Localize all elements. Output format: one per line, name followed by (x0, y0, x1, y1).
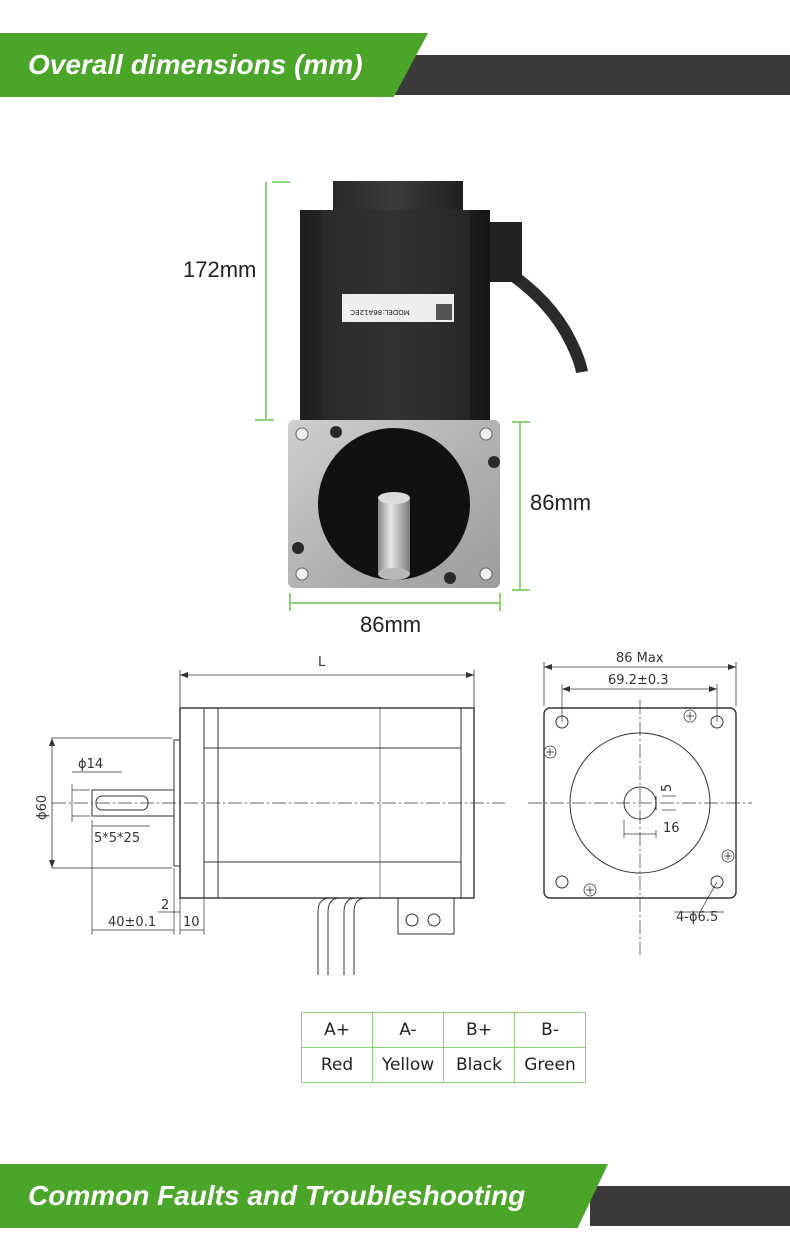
banner-dark-strip (390, 55, 790, 95)
wiring-table: A+ A- B+ B- Red Yellow Black Green (301, 1012, 586, 1083)
key-height-label: 5 (660, 784, 675, 792)
section-banner-troubleshooting: Common Faults and Troubleshooting (0, 1164, 790, 1228)
shaft-length-label: 40±0.1 (108, 915, 156, 930)
nameplate-model: MODEL:86A12EC (350, 308, 410, 316)
photo-height-label: 86mm (530, 490, 592, 515)
side-diameter-label: ϕ60 (35, 795, 50, 820)
wire-header-b-minus: B- (514, 1012, 586, 1048)
banner-green-tab (0, 1164, 608, 1228)
key-width-label: 16 (663, 821, 680, 836)
motor-photo: MODEL:86A12EC (255, 181, 588, 611)
section-banner-dimensions: Overall dimensions (mm) (0, 33, 790, 97)
motor-nameplate: MODEL:86A12EC (342, 294, 454, 322)
side-length-label: L (318, 655, 326, 670)
motor-shaft (378, 498, 410, 574)
wire-header-b-plus: B+ (443, 1012, 515, 1048)
shaft-diameter-label: ϕ14 (78, 757, 103, 772)
motor-connector (490, 222, 522, 282)
motor-cable (501, 265, 588, 374)
banner-dark-strip (590, 1186, 790, 1226)
wiring-header-row: A+ A- B+ B- (301, 1012, 586, 1048)
key-label: 5*5*25 (94, 831, 140, 846)
wire-color-b-plus: Black (443, 1047, 515, 1083)
holes-label: 4-ϕ6.5 (676, 910, 718, 925)
wiring-color-row: Red Yellow Black Green (301, 1047, 586, 1083)
step-label: 2 (161, 898, 169, 913)
front-view: 86 Max 69.2±0.3 5 16 (528, 651, 752, 955)
front-max-label: 86 Max (616, 651, 664, 666)
flange-label: 10 (183, 915, 200, 930)
section-title: Common Faults and Troubleshooting (28, 1180, 526, 1211)
section-title: Overall dimensions (mm) (28, 49, 363, 80)
photo-width-label: 86mm (360, 612, 422, 637)
wire-color-b-minus: Green (514, 1047, 586, 1083)
hole-spacing-label: 69.2±0.3 (608, 673, 669, 688)
photo-length-label: 172mm (183, 257, 257, 282)
banner-green-tab (0, 33, 428, 97)
wire-color-a-minus: Yellow (372, 1047, 444, 1083)
wire-header-a-minus: A- (372, 1012, 444, 1048)
photo-dimension-lines (255, 181, 530, 611)
wire-color-a-plus: Red (301, 1047, 373, 1083)
wire-header-a-plus: A+ (301, 1012, 373, 1048)
technical-drawing: L ϕ60 ϕ14 5*5*25 (35, 651, 752, 975)
side-view: L ϕ60 ϕ14 5*5*25 (35, 655, 505, 975)
